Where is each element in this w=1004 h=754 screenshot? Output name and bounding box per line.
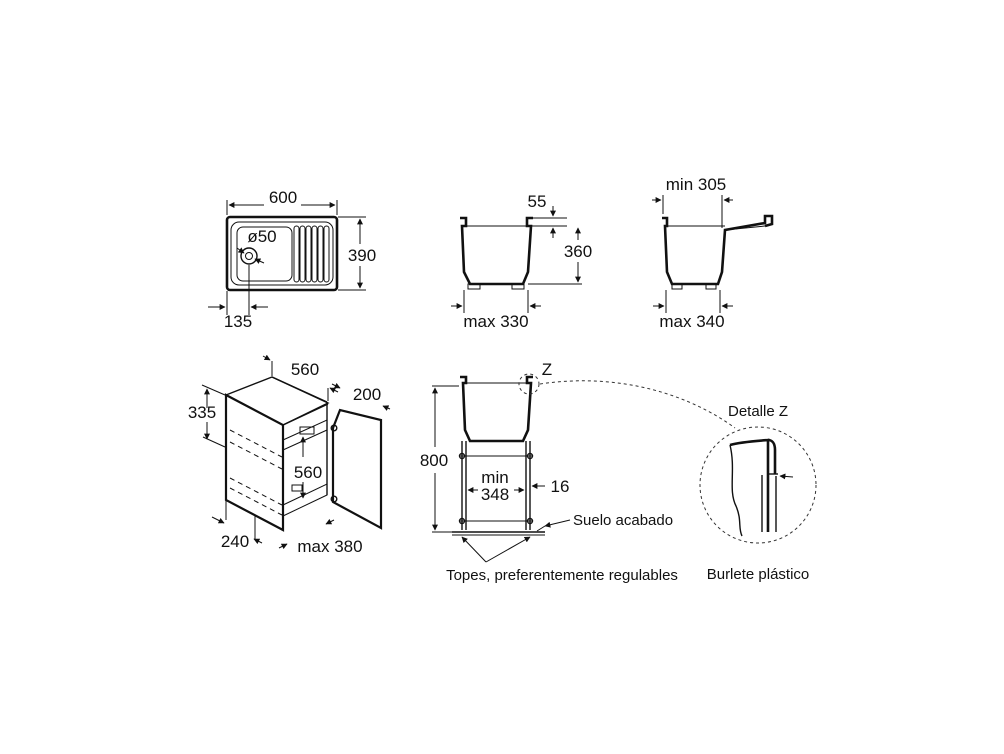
drain-offset-label: 135 [224,312,252,331]
cabinet-width-label: 560 [291,360,319,379]
drain-icon [240,247,258,265]
front-rim-label: 55 [528,192,547,211]
assembly-inner-label-1: min [481,468,508,487]
detail-title: Detalle Z [728,403,788,420]
cabinet-height-inner-label: 560 [294,463,322,482]
cabinet-view: 560 200 335 560 240 max 380 [188,354,391,556]
stops-label: Topes, preferentemente regulables [446,567,678,584]
side-view: min 305 max 340 [652,175,774,331]
assembly-height-label: 800 [420,451,448,470]
front-height-label: 360 [564,242,592,261]
detail-marker-label: Z [542,360,552,379]
side-width-label: max 340 [659,312,724,331]
assembly-side-label: 16 [551,477,570,496]
side-top-label: min 305 [666,175,726,194]
cabinet-base-label: max 380 [297,537,362,556]
drain-diameter-label: ø50 [247,227,276,246]
assembly-inner-label-2: 348 [481,485,509,504]
top-view: 600 390 ø50 135 [208,188,376,331]
detail-caption: Burlete plástico [707,566,810,583]
front-width-label: max 330 [463,312,528,331]
cabinet-height-upper-label: 335 [188,403,216,422]
top-depth-label: 390 [348,246,376,265]
top-width-label: 600 [269,188,297,207]
floor-label: Suelo acabado [573,512,673,529]
assembly-view: Z 800 min 348 16 Suelo acabado Topes, pr… [420,360,736,584]
front-view: 55 360 max 330 [451,192,592,331]
detail-z: Detalle Z Burlete plástico [699,403,817,583]
cabinet-depth-label: 240 [221,532,249,551]
washboard-ribs [293,225,330,283]
cabinet-door-depth-label: 200 [353,385,381,404]
